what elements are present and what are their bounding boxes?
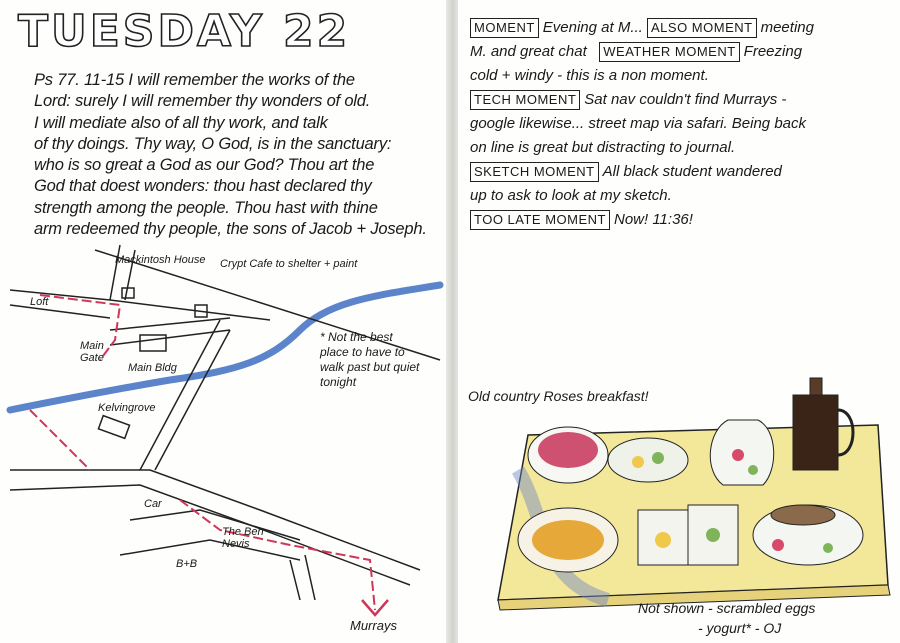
map-label-car: Car [144,498,162,510]
moment-text: All black student wandered [602,163,782,180]
psalm-line: strength among the people. Thou hast wit… [34,198,378,217]
footer-note-line2: - yogurt* - OJ [698,620,782,636]
map-label-mackintosh: Mackintosh House [115,254,206,266]
moment-text: Freezing [743,43,803,60]
moment-text: Evening at M... [542,19,643,36]
moment-line: cold + windy - this is a non moment. [470,67,709,84]
hand-drawn-map [6,244,444,617]
moment-tag: SKETCH MOMENT [470,162,599,182]
breakfast-caption: Old country Roses breakfast! [468,388,649,404]
moment-text: Now! 11:36! [613,211,693,228]
map-label-kelvingrove: Kelvingrove [98,402,156,414]
left-page: TUESDAY 22 Ps 77. 11-15 I will remember … [0,0,448,643]
map-label-main-bldg: Main Bldg [128,362,177,374]
moment-tag: MOMENT [470,18,539,38]
moment-tag: WEATHER MOMENT [599,42,740,62]
moment-tag: ALSO MOMENT [647,18,757,38]
map-label-main-gate: Main Gate [80,340,104,364]
psalm-line: who is so great a God as our God? Thou a… [34,156,375,175]
footer-note-line1: Not shown - scrambled eggs [638,600,816,616]
book-gutter [446,0,460,643]
map-label-bnb: B+B [176,558,198,570]
map-label-loft: Loft [30,296,49,308]
psalm-line: of thy doings. Thy way, O God, is in the… [34,134,392,153]
moment-line: up to ask to look at my sketch. [470,187,672,204]
map-label-ben-nevis: The Ben Nevis [222,526,264,550]
psalm-line: God that doest wonders: thou hast declar… [34,177,372,196]
map-note: * Not the best place to have to walk pas… [320,330,420,389]
psalm-line: I will mediate also of all thy work, and… [34,113,328,132]
moment-text: M. and great chat [470,43,587,60]
moment-tag: TOO LATE MOMENT [470,210,610,230]
moment-tag: TECH MOMENT [470,90,581,110]
psalm-text: Ps 77. 11-15 I will remember the works o… [34,70,444,240]
page-title: TUESDAY 22 [17,5,351,58]
psalm-line: Lord: surely I will remember thy wonders… [34,92,371,111]
breakfast-tray-illustration [497,377,891,611]
moment-line: on line is great but distracting to jour… [470,139,736,156]
psalm-line: Ps 77. 11-15 I will remember the works o… [34,71,355,89]
moment-text: Sat nav couldn't find Murrays - [584,91,787,108]
psalm-line: arm redeemed thy people, the sons of Jac… [34,220,427,239]
map-label-murrays: Murrays [350,618,397,633]
map-label-cafe: Crypt Cafe to shelter + paint [220,258,358,270]
moment-line: google likewise... street map via safari… [470,115,806,132]
moment-text: meeting [760,19,814,36]
